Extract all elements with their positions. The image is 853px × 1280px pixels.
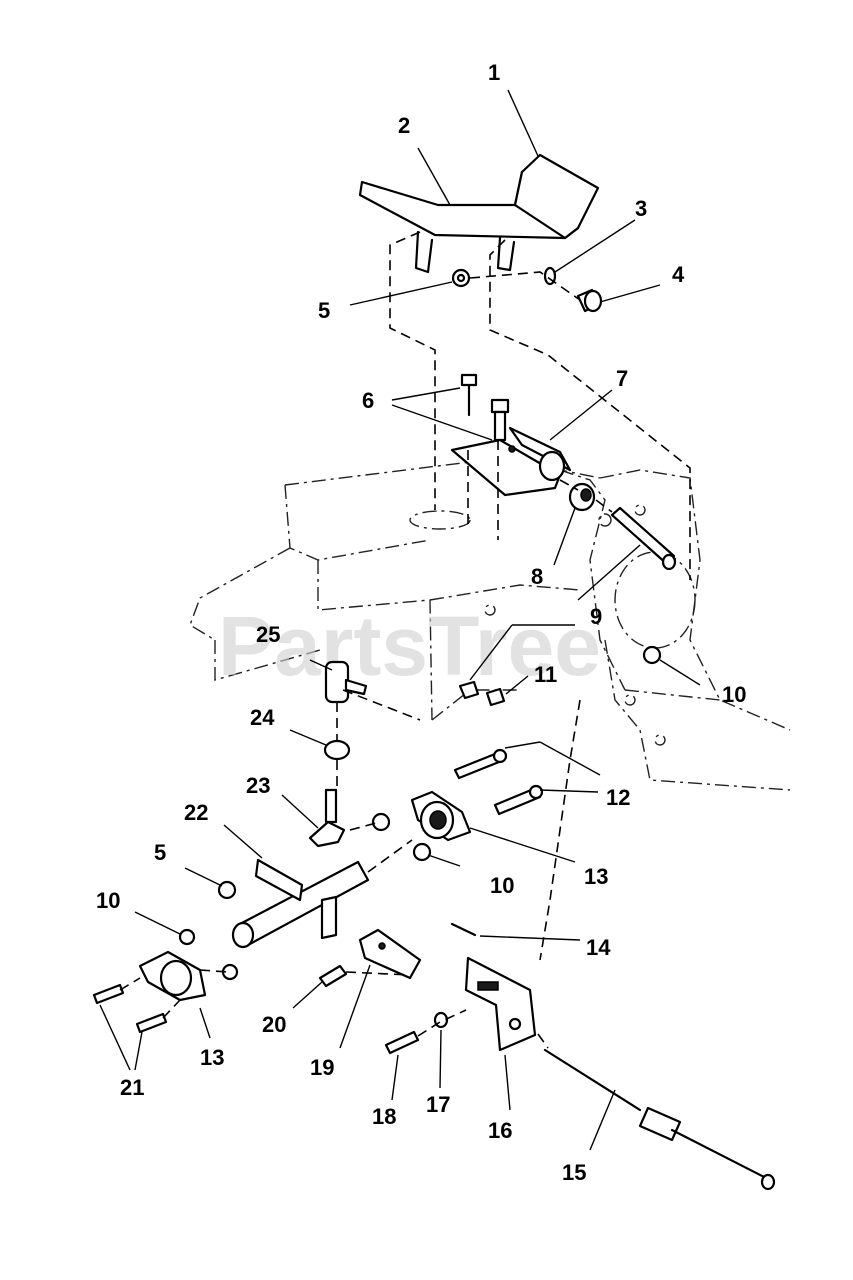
callout-20: 20 [262,1012,286,1037]
frame-outline [189,461,791,791]
spacer-24 [323,739,351,761]
callout-15: 15 [562,1160,586,1185]
nut-5-top [451,268,471,288]
watermark: PartsTree [218,599,601,693]
callout-22: 22 [184,800,208,825]
cotter-pin-14 [450,922,477,937]
callout-9: 9 [590,604,602,629]
ball-joint-23 [308,788,346,848]
callout-17: 17 [426,1092,450,1117]
callout-19: 19 [310,1055,334,1080]
callout-21: 21 [120,1075,144,1100]
callout-25: 25 [256,622,280,647]
assembly-lines [119,231,691,1049]
callout-2: 2 [398,113,410,138]
bolt-18 [384,1030,420,1055]
callout-5-lower: 5 [154,840,166,865]
bushing-8 [568,482,596,512]
callout-13-lower: 13 [200,1045,224,1070]
callout-7: 7 [616,366,628,391]
callout-23: 23 [246,773,270,798]
callout-3: 3 [635,196,647,221]
clevis-pin-20 [318,964,348,988]
callout-6: 6 [362,388,374,413]
pin-9 [610,506,677,571]
callout-10-middle: 10 [490,873,514,898]
cable-bracket-16 [464,956,537,1052]
flange-bearing-13-lower [138,950,207,1002]
bolts-21 [92,983,168,1034]
foot-pedal [358,153,600,274]
nut-10-middle [371,812,432,862]
callout-4: 4 [672,262,685,287]
nut-5-lower [217,880,237,900]
callout-5-top: 5 [318,298,330,323]
leader-lines [99,89,701,1151]
callout-13-upper: 13 [584,864,608,889]
callout-11: 11 [534,662,557,687]
callout-8: 8 [531,564,543,589]
pivot-bracket-7 [450,426,572,497]
control-cable-15 [543,1048,776,1191]
nut-10-right [642,645,662,665]
callout-12: 12 [606,785,630,810]
callout-16: 16 [488,1118,512,1143]
linkage-25 [324,660,368,704]
callout-24: 24 [250,705,275,730]
callout-10-left: 10 [96,888,120,913]
bolts-6 [460,373,510,442]
shaft-22 [231,858,370,949]
callout-14: 14 [586,935,611,960]
callout-18: 18 [372,1104,396,1129]
clevis-19 [358,928,422,980]
nuts-11 [458,680,506,707]
callouts: 1 2 3 4 5 6 7 8 9 10 11 25 24 23 22 5 10… [96,60,746,1185]
flange-bearing-13-upper [410,790,472,842]
callout-10-right: 10 [722,682,746,707]
bolt-4 [576,288,603,313]
bolts-12 [453,748,544,816]
callout-1: 1 [488,60,500,85]
